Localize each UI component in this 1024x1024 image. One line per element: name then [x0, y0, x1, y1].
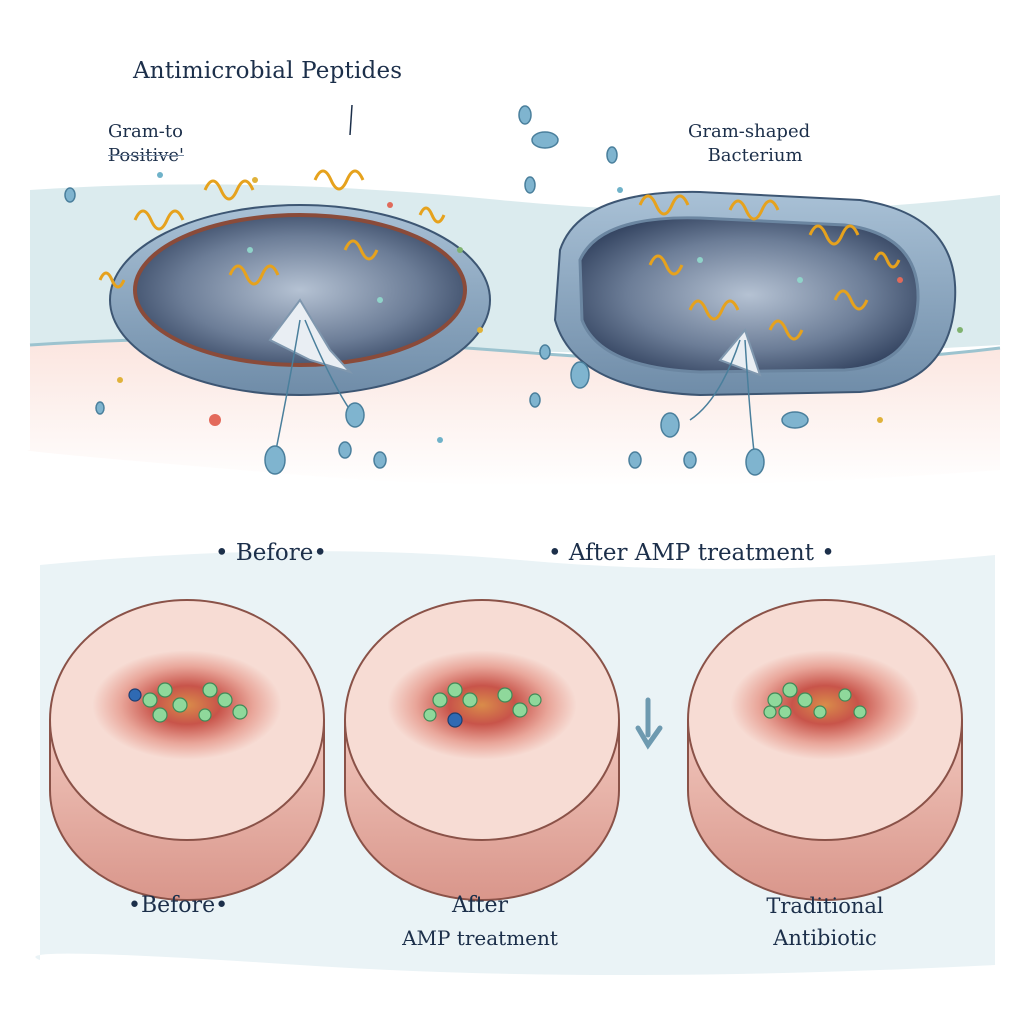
- bottom-traditional-label: Traditional Antibiotic: [740, 890, 910, 954]
- bacteria-clusters: [128, 682, 867, 728]
- bottom-traditional-line1: Traditional: [766, 894, 884, 918]
- bottom-after-line1: After: [451, 893, 509, 918]
- skin-disk-traditional: [687, 599, 963, 901]
- right-bacterium-label: Gram-shaped Bacterium: [688, 120, 810, 168]
- left-label-line1: Gram-to: [108, 121, 183, 142]
- bottom-traditional-line2: Antibiotic: [773, 926, 877, 950]
- skin-disk-before: [49, 599, 325, 901]
- left-bacterium-label: Gram-to Positive': [108, 120, 184, 168]
- right-label-line1: Gram-shaped: [688, 121, 811, 142]
- bottom-after-label: After AMP treatment: [380, 890, 580, 954]
- pointer-line: [349, 104, 353, 136]
- middle-after-label: • After AMP treatment •: [548, 540, 835, 566]
- right-label-line2: Bacterium: [707, 145, 803, 166]
- bottom-after-line2: AMP treatment: [402, 926, 558, 950]
- left-label-line2: Positive': [108, 145, 184, 166]
- particles: [64, 105, 809, 476]
- diagram-title: Antimicrobial Peptides: [133, 58, 403, 84]
- skin-disk-after: [344, 599, 620, 901]
- left-bacterium: [109, 204, 491, 396]
- down-arrow-icon: [635, 697, 663, 750]
- peptide-helices: [98, 169, 901, 341]
- middle-before-label: • Before•: [215, 540, 327, 566]
- right-bacterium: [553, 190, 957, 397]
- bottom-before-label: •Before•: [128, 893, 229, 918]
- confetti-dots: [117, 172, 963, 443]
